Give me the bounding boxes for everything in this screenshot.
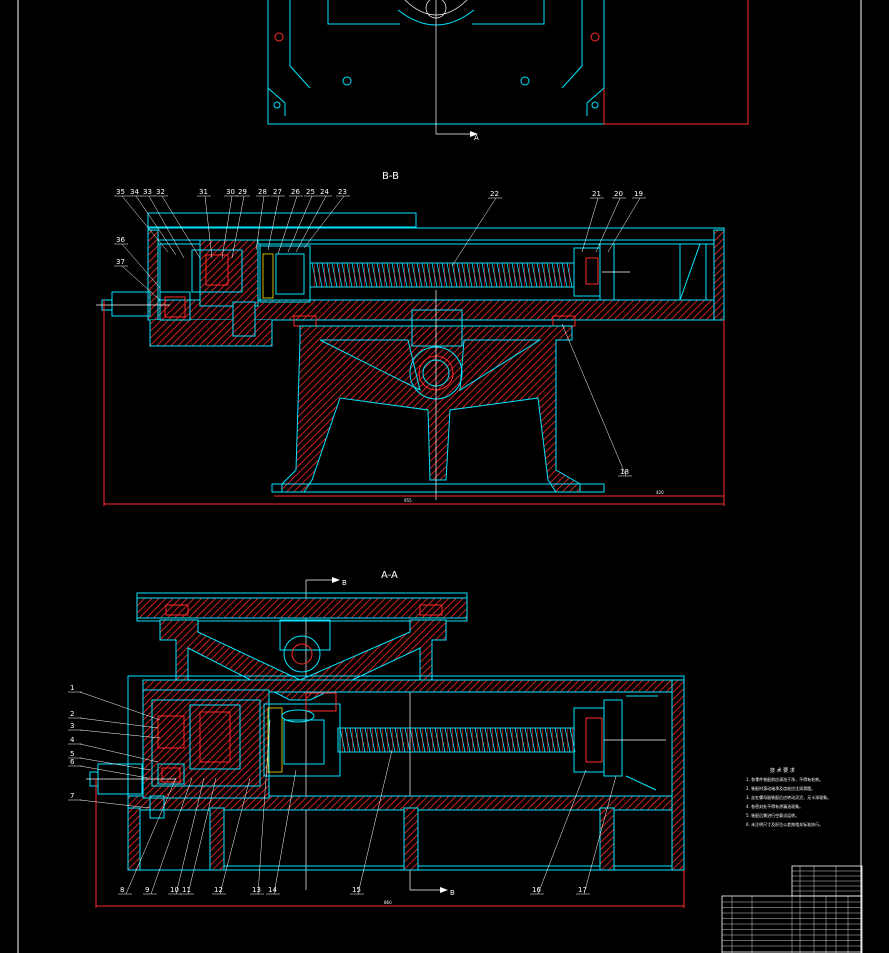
cut-label-b-top: B	[342, 579, 347, 587]
callout-label: 13	[252, 886, 261, 894]
callout-label: 20	[614, 190, 623, 198]
callout-label: 14	[268, 886, 277, 894]
svg-text:955: 955	[404, 498, 412, 503]
callout-label: 24	[320, 188, 329, 196]
cut-label-a: A	[474, 134, 479, 142]
svg-text:860: 860	[384, 900, 392, 905]
callout-label: 8	[120, 886, 124, 894]
top-view: A	[267, 0, 749, 142]
note-line: 1. 各零件装配前应清洗干净，不得有毛刺。	[746, 776, 823, 782]
callout-label: 11	[182, 886, 191, 894]
callout-label: 31	[199, 188, 208, 196]
callout-label: 3	[70, 722, 74, 730]
callout-label: 29	[238, 188, 247, 196]
screw-thread-aa	[339, 727, 576, 753]
callout-label: 2	[70, 710, 74, 718]
callout-label: 36	[116, 236, 125, 244]
callout-label: 10	[170, 886, 179, 894]
callout-label: 33	[143, 188, 152, 196]
section-title-bb: B-B	[382, 171, 399, 182]
callout-label: 30	[226, 188, 235, 196]
callout-label: 4	[70, 736, 75, 744]
callout-label: 25	[306, 188, 315, 196]
note-line: 3. 丝杠螺母副装配后应转动灵活，无卡滞现象。	[746, 794, 831, 800]
callout-label: 37	[116, 258, 125, 266]
svg-text:420: 420	[656, 490, 664, 495]
note-line: 4. 各密封处不得有渗漏油现象。	[746, 803, 803, 809]
cut-label-b-bottom: B	[450, 889, 455, 897]
callout-label: 18	[620, 468, 629, 476]
note-line: 6. 未注明尺寸及形位公差按相关标准执行。	[746, 821, 823, 827]
screw-thread-bb	[311, 262, 573, 288]
callout-label: 6	[70, 758, 75, 766]
drawing-frame	[17, 0, 862, 953]
callout-label: 34	[130, 188, 139, 196]
notes-title: 技 术 要 求	[770, 767, 795, 774]
note-line: 5. 装配后需进行空载试运转。	[746, 812, 799, 818]
section-aa: B B	[68, 577, 685, 908]
callout-label: 32	[156, 188, 165, 196]
note-line: 2. 装配时滚动轴承及齿轮应注润滑脂。	[746, 785, 815, 791]
callout-label: 19	[634, 190, 643, 198]
technical-notes: 技 术 要 求 1. 各零件装配前应清洗干净，不得有毛刺。 2. 装配时滚动轴承…	[746, 767, 831, 827]
callout-label: 5	[70, 750, 74, 758]
section-title-aa: A-A	[381, 570, 398, 581]
callout-label: 28	[258, 188, 267, 196]
callout-label: 21	[592, 190, 601, 198]
callout-label: 17	[578, 886, 587, 894]
callout-label: 26	[291, 188, 300, 196]
callout-label: 9	[145, 886, 149, 894]
callout-label: 16	[532, 886, 541, 894]
callout-label: 22	[490, 190, 499, 198]
callout-label: 15	[352, 886, 361, 894]
callout-label: 23	[338, 188, 347, 196]
callout-label: 12	[214, 886, 223, 894]
callout-label: 27	[273, 188, 282, 196]
callout-label: 35	[116, 188, 125, 196]
callout-label: 7	[70, 792, 74, 800]
title-block	[721, 865, 863, 953]
callout-label: 1	[70, 684, 74, 692]
